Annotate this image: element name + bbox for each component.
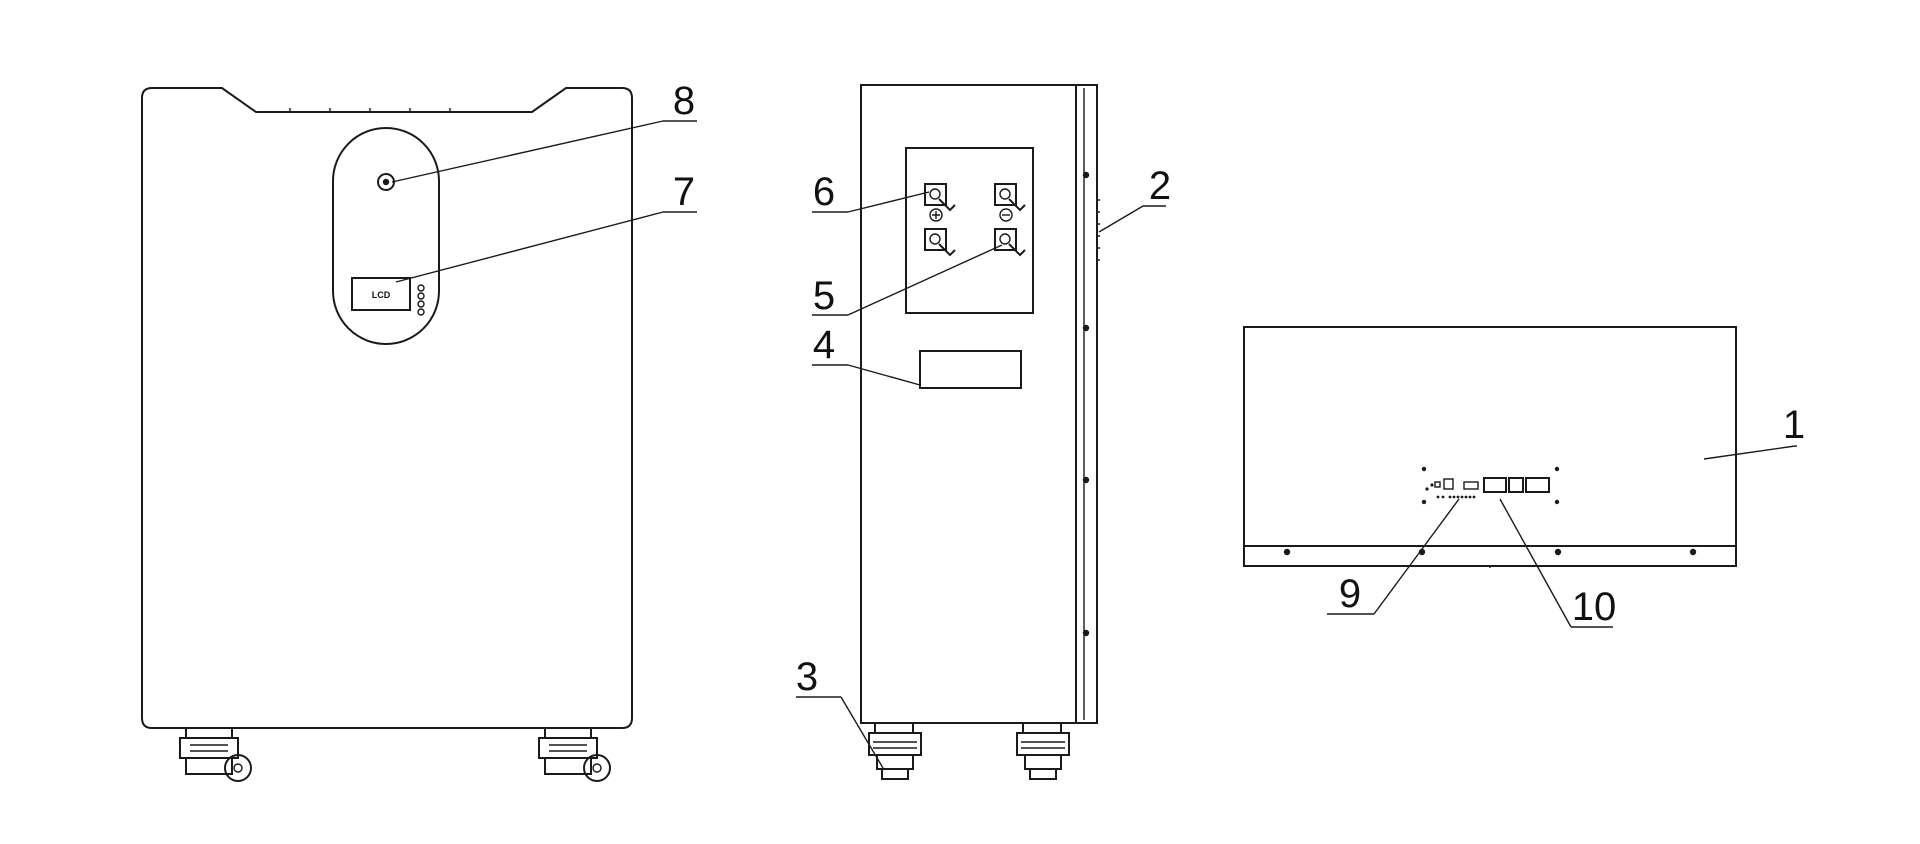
callout-10-label: 10: [1572, 585, 1617, 629]
callout-3-label: 3: [796, 655, 818, 699]
callout-2-label: 2: [1149, 164, 1171, 208]
front-caster-right: [538, 727, 611, 782]
positive-symbol: [929, 208, 943, 222]
callout-6: 6: [812, 170, 930, 214]
callout-8: 8: [391, 79, 697, 183]
top-view: 1 9 10: [1243, 326, 1805, 629]
front-cabinet-outline: [141, 87, 633, 729]
top-marks: [289, 108, 451, 112]
front-oval-panel: [332, 127, 440, 345]
terminal-top-left: [924, 183, 956, 212]
top-rail: [1243, 545, 1737, 567]
callout-7: 7: [395, 170, 697, 283]
led-strip: [1448, 495, 1476, 499]
callout-6-label: 6: [813, 170, 835, 214]
callout-7-label: 7: [673, 170, 695, 214]
rj45-port-2: [1508, 477, 1524, 493]
callout-8-label: 8: [673, 79, 695, 123]
callout-1: 1: [1703, 403, 1805, 460]
side-rail: [1075, 84, 1098, 724]
label-plate: [919, 350, 1022, 389]
front-view: LCD 8: [141, 79, 697, 782]
negative-symbol: [999, 208, 1013, 222]
indicator-leds: [417, 284, 425, 316]
callout-5-label: 5: [813, 274, 835, 318]
terminal-panel: [905, 147, 1034, 314]
callout-4-label: 4: [813, 323, 835, 367]
side-cabinet-body: [860, 84, 1077, 724]
lcd-display-label: LCD: [372, 290, 391, 300]
callout-2: 2: [1098, 164, 1171, 233]
power-button[interactable]: [377, 173, 395, 191]
side-view: 6 5 4 3 2: [796, 84, 1171, 780]
callout-1-label: 1: [1783, 403, 1805, 447]
callout-5: 5: [812, 244, 1003, 318]
rj45-port-1: [1483, 477, 1507, 493]
lcd-display: LCD: [351, 277, 411, 311]
side-foot-right: [1016, 722, 1070, 780]
top-panel: [1243, 326, 1737, 547]
side-foot-left: [868, 722, 922, 780]
callout-9-label: 9: [1339, 572, 1361, 616]
terminal-top-right: [994, 183, 1026, 212]
terminal-bottom-right: [994, 228, 1026, 257]
usb-port: [1463, 481, 1479, 490]
callout-9: 9: [1327, 498, 1460, 616]
rj45-port-3: [1525, 477, 1550, 493]
callout-10: 10: [1499, 498, 1617, 629]
callout-3: 3: [796, 655, 884, 769]
terminal-bottom-left: [924, 228, 956, 257]
comm-port-cluster: [1421, 466, 1560, 505]
callout-4: 4: [812, 323, 921, 386]
front-caster-left: [179, 727, 252, 782]
